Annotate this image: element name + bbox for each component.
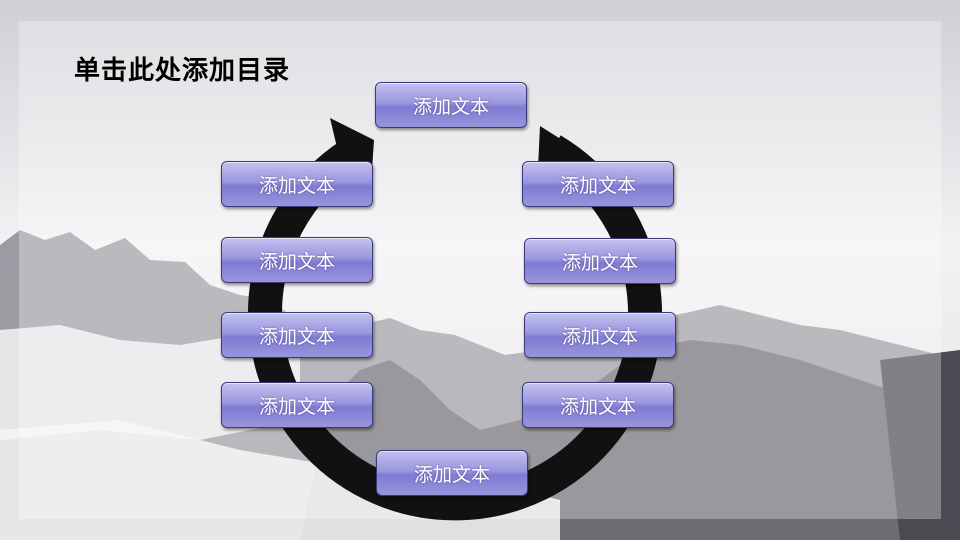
node-left-2: 添加文本	[221, 237, 373, 283]
arrow-head-left	[330, 118, 374, 170]
node-bottom: 添加文本	[376, 450, 528, 496]
slide-title: 单击此处添加目录	[74, 56, 291, 86]
node-right-2: 添加文本	[524, 238, 676, 284]
node-right-1: 添加文本	[522, 161, 674, 207]
node-left-4: 添加文本	[221, 382, 373, 428]
node-right-4: 添加文本	[522, 382, 674, 428]
node-top: 添加文本	[375, 82, 527, 128]
node-right-3: 添加文本	[524, 312, 676, 358]
node-left-3: 添加文本	[221, 312, 373, 358]
node-left-1: 添加文本	[221, 161, 373, 207]
